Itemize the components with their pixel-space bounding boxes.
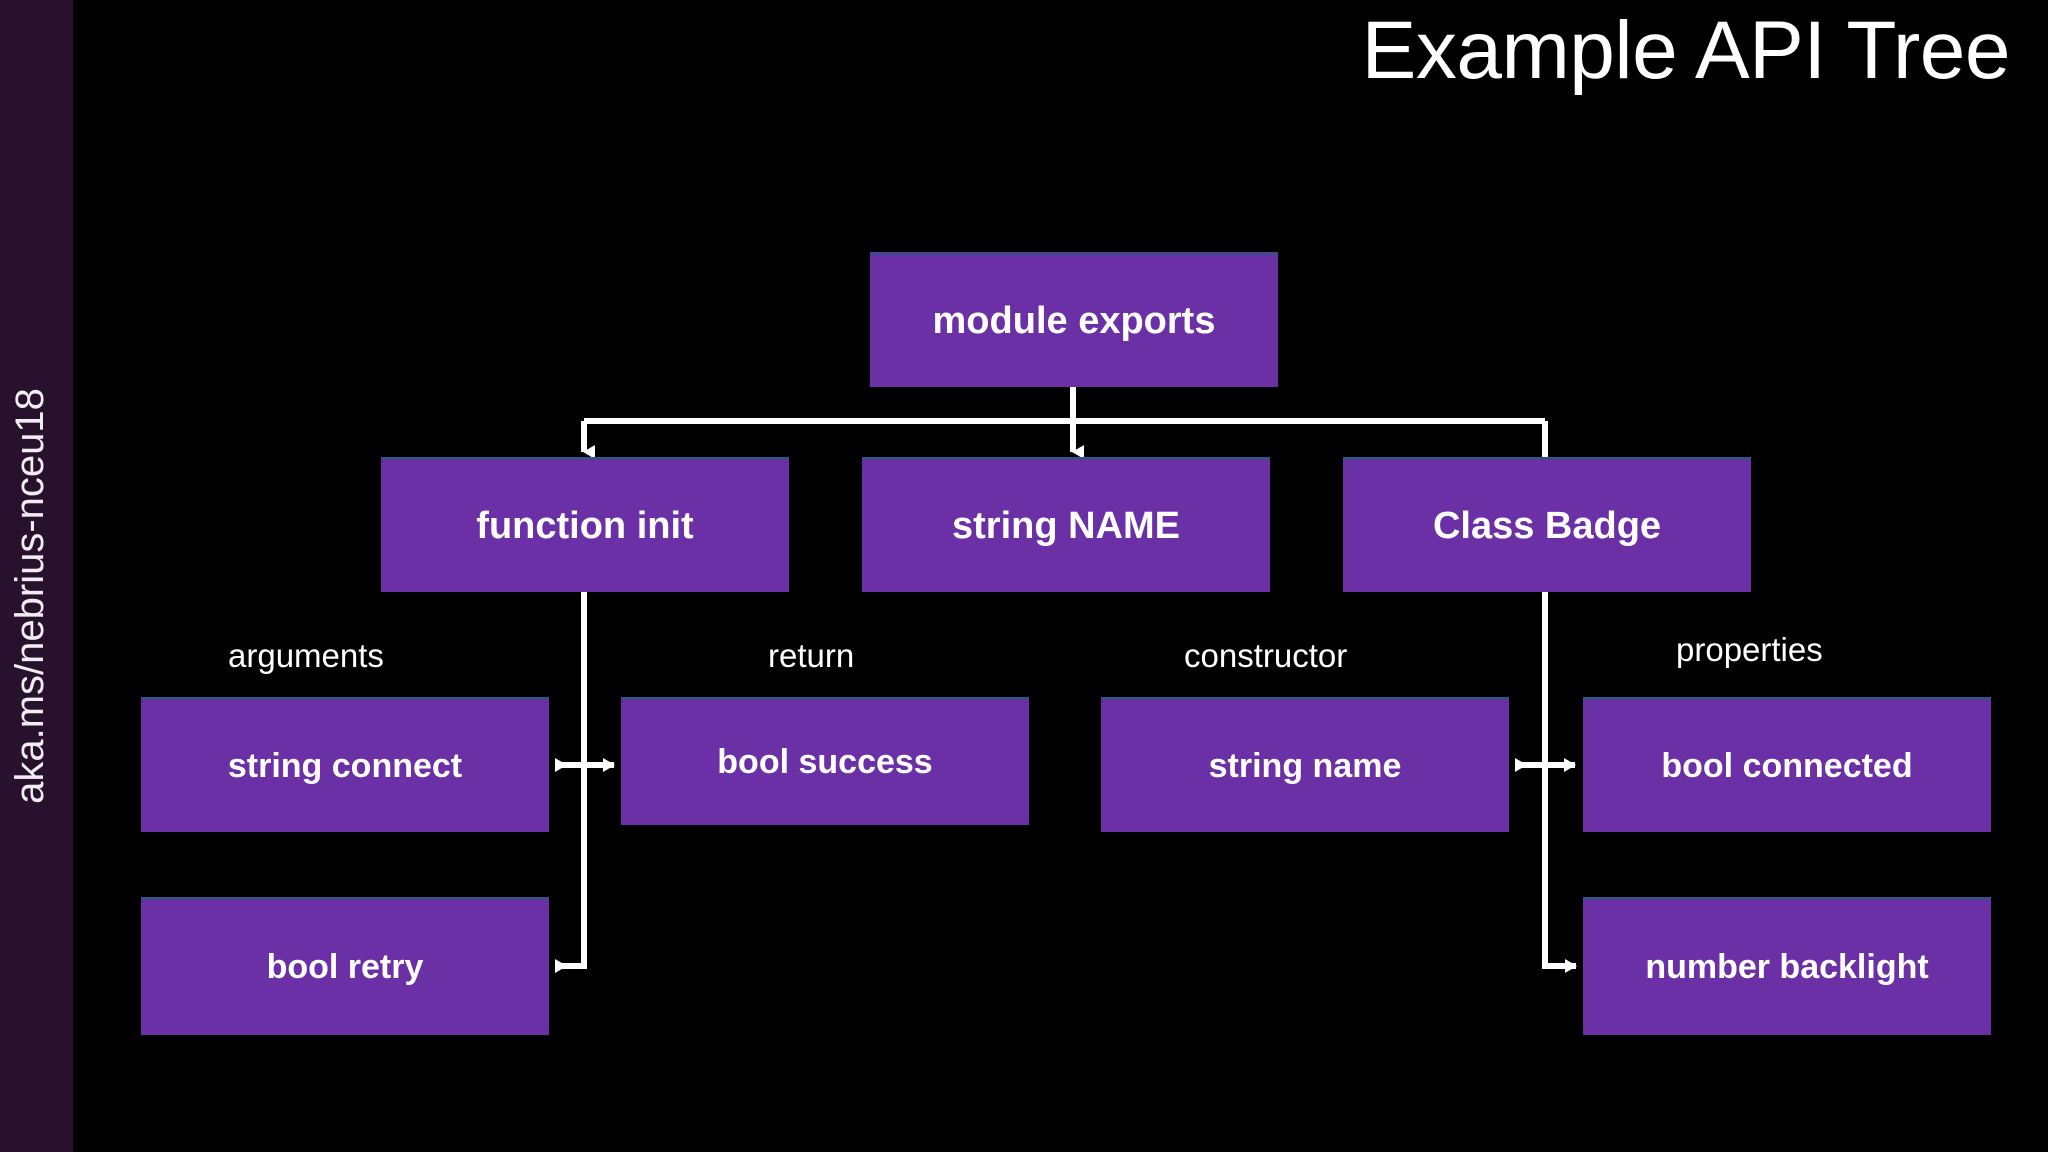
node-label: function init (476, 504, 694, 547)
node-string-name-const[interactable]: string NAME (862, 457, 1270, 592)
node-string-connect[interactable]: string connect (141, 697, 549, 832)
group-label-properties: properties (1676, 631, 1823, 668)
node-label: bool success (717, 743, 933, 781)
node-label: bool connected (1661, 746, 1913, 785)
node-module-exports[interactable]: module exports (870, 252, 1278, 387)
group-label-arguments: arguments (228, 637, 384, 674)
node-bool-success[interactable]: bool success (621, 697, 1029, 825)
page-title: Example API Tree (1361, 5, 2011, 96)
node-class-badge[interactable]: Class Badge (1343, 457, 1751, 592)
sidebar-url-label: aka.ms/nebrius-nceu18 (8, 388, 52, 804)
node-label: bool retry (266, 948, 424, 986)
node-label: number backlight (1645, 948, 1929, 986)
node-label: module exports (932, 299, 1216, 342)
node-label: string name (1208, 746, 1402, 785)
node-number-backlight[interactable]: number backlight (1583, 897, 1991, 1035)
node-label: string NAME (952, 504, 1180, 547)
node-label: Class Badge (1432, 504, 1662, 547)
node-bool-connected[interactable]: bool connected (1583, 697, 1991, 832)
node-label: string connect (227, 746, 463, 785)
node-string-name[interactable]: string name (1101, 697, 1509, 832)
node-bool-retry[interactable]: bool retry (141, 897, 549, 1035)
node-function-init[interactable]: function init (381, 457, 789, 592)
group-label-return: return (768, 637, 855, 674)
sidebar: aka.ms/nebrius-nceu18 (0, 0, 73, 1152)
group-label-constructor: constructor (1184, 637, 1348, 674)
